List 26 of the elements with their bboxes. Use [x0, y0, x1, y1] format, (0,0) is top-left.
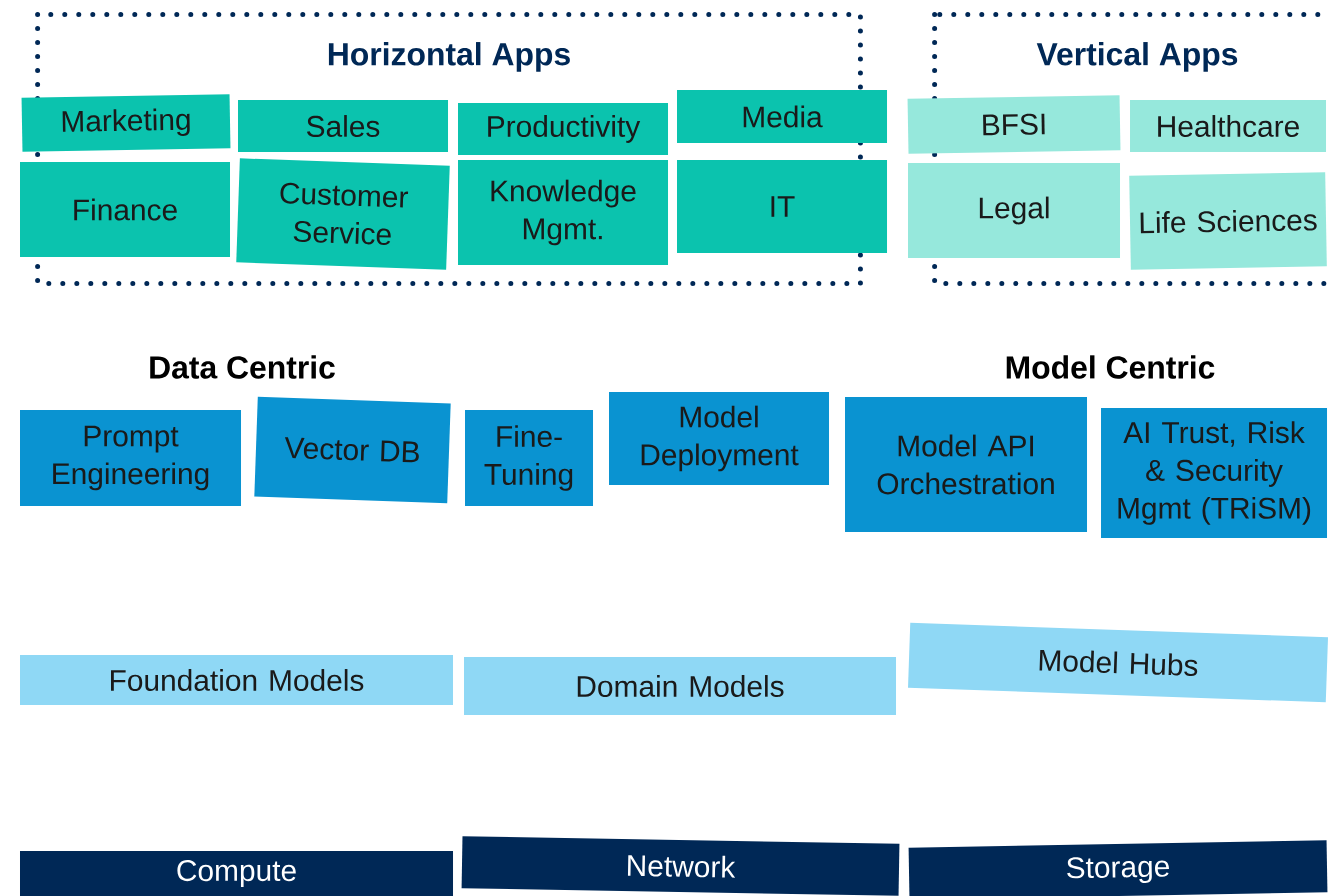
app-box: Life Sciences: [1129, 172, 1327, 270]
tool-box: Fine-Tuning: [465, 410, 593, 506]
app-box: Finance: [20, 162, 230, 257]
section-heading: Data Centric: [150, 355, 335, 379]
tool-box: AI Trust, Risk & Security Mgmt (TRiSM): [1101, 408, 1327, 538]
app-box: Media: [677, 90, 887, 143]
model-bar: Domain Models: [464, 657, 896, 715]
app-box: Sales: [238, 100, 448, 152]
model-bar: Model Hubs: [908, 622, 1329, 703]
tool-box: Prompt Engineering: [20, 410, 241, 506]
app-box: Knowledge Mgmt.: [458, 160, 668, 265]
app-box: Healthcare: [1130, 100, 1326, 152]
model-bar: Foundation Models: [20, 655, 453, 705]
tool-box: Vector DB: [254, 396, 451, 504]
section-heading: Model Centric: [1006, 355, 1215, 379]
infrastructure-bar: Compute: [20, 851, 453, 896]
app-box: Productivity: [458, 103, 668, 155]
tool-box: Model API Orchestration: [845, 397, 1087, 532]
app-box: Legal: [908, 163, 1120, 258]
app-box: Customer Service: [236, 158, 450, 270]
tool-box: Model Deployment: [609, 392, 829, 485]
infrastructure-bar: Storage: [908, 840, 1328, 896]
app-box: BFSI: [907, 95, 1121, 154]
app-box: Marketing: [21, 94, 231, 152]
app-box: IT: [677, 160, 887, 253]
infrastructure-bar: Network: [461, 836, 900, 896]
